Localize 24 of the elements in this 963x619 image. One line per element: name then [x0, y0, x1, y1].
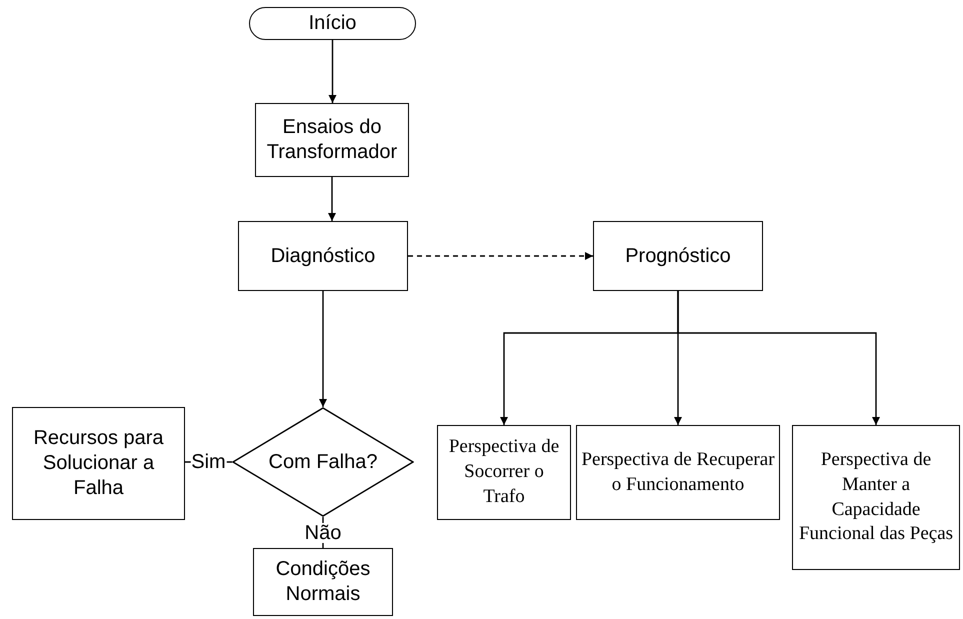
start-terminal — [249, 7, 416, 40]
arrow — [328, 40, 336, 103]
arrow — [408, 252, 593, 260]
process-box — [593, 221, 763, 291]
process-box — [12, 407, 185, 520]
node-label: Prognóstico — [625, 244, 731, 268]
process-box — [253, 548, 393, 616]
node-label: Início — [308, 11, 356, 36]
process-box — [255, 103, 409, 177]
arrow — [328, 177, 336, 221]
arrow — [677, 291, 880, 425]
node-label: Condições Normais — [274, 557, 372, 607]
node-label: Diagnóstico — [270, 244, 376, 268]
process-box — [437, 425, 571, 520]
node-label: Perspectiva de Manter a Capacidade Funcional das Peças — [798, 448, 954, 546]
node-label: Perspectiva de Recuperar o Funcionamento — [581, 448, 775, 496]
node-label: Recursos para Solucionar a Falha — [32, 426, 165, 501]
node-label: Ensaios do Transformador — [266, 115, 398, 165]
arrow — [319, 291, 327, 407]
process-box — [576, 425, 780, 520]
process-box — [792, 425, 960, 570]
process-box — [238, 221, 408, 291]
node-label: Perspectiva de Socorrer o Trafo — [448, 435, 560, 509]
node-label: Com Falha? — [268, 450, 378, 474]
